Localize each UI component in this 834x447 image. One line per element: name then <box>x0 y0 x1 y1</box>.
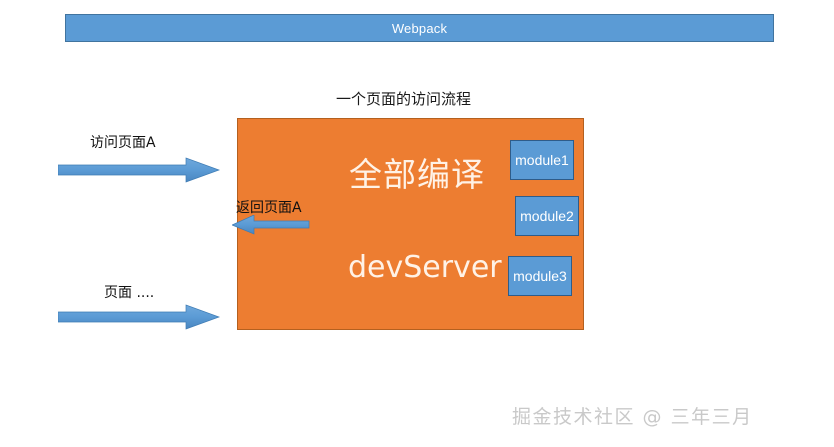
webpack-header-bar: Webpack <box>65 14 774 42</box>
label-compile-all: 全部编译 <box>349 155 485 194</box>
label-dev-server: devServer <box>348 250 502 285</box>
module-3-label: module3 <box>513 268 567 284</box>
module-box-3: module3 <box>508 256 572 296</box>
module-box-1: module1 <box>510 140 574 180</box>
arrow-page-more-icon <box>58 304 220 330</box>
arrow-visit-page-a-icon <box>58 157 220 183</box>
arrow-label-return-page-a: 返回页面A <box>236 200 302 216</box>
module-2-label: module2 <box>520 208 574 224</box>
module-1-label: module1 <box>515 152 569 168</box>
watermark-text: 掘金技术社区 @ 三年三月 <box>512 406 753 428</box>
flow-title: 一个页面的访问流程 <box>336 90 472 108</box>
module-box-2: module2 <box>515 196 579 236</box>
arrow-label-page-more: 页面 .... <box>104 285 155 301</box>
arrow-return-page-a-icon <box>232 215 310 235</box>
arrow-label-visit-page-a: 访问页面A <box>90 135 156 151</box>
header-title: Webpack <box>391 20 448 36</box>
